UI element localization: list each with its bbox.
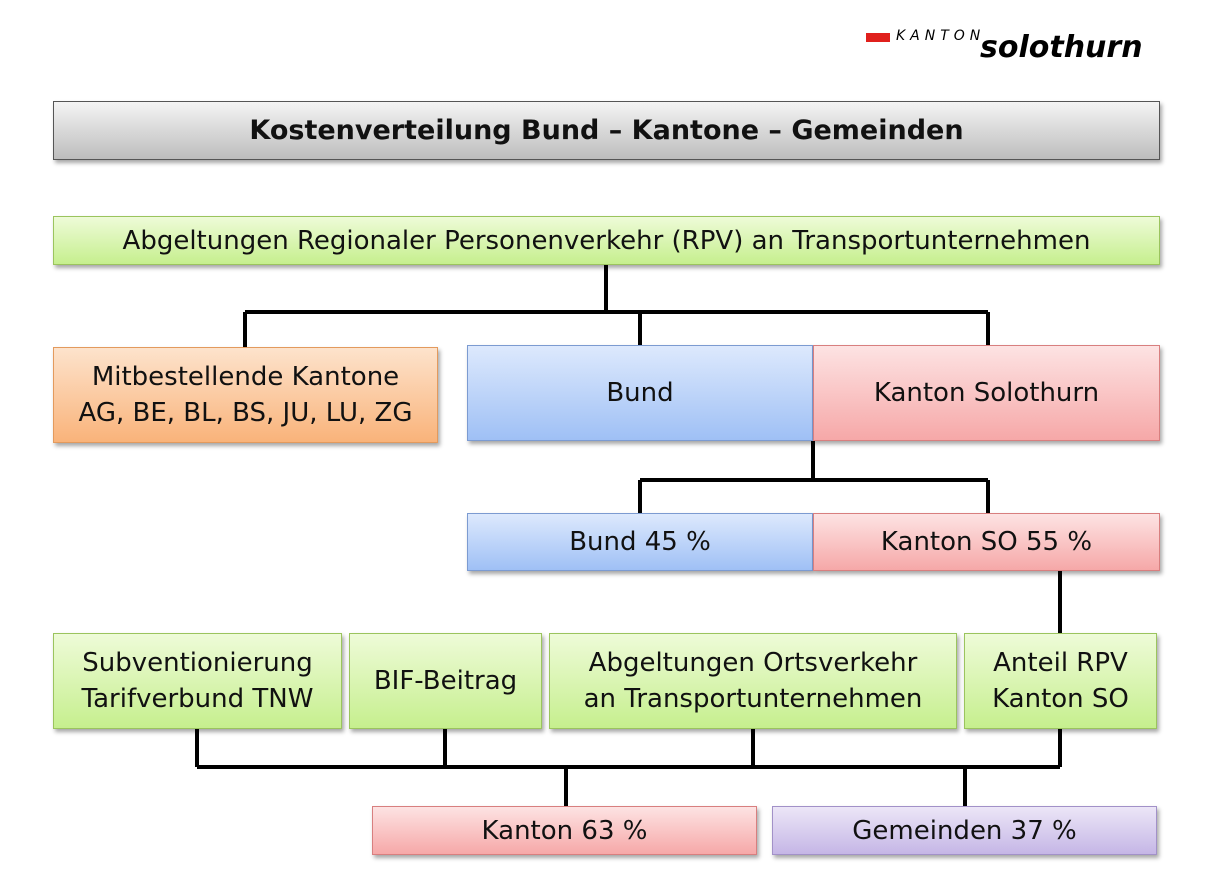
box-rpv: Abgeltungen Regionaler Personenverkehr (… <box>53 216 1160 265</box>
box-kanton-so-55: Kanton SO 55 % <box>813 513 1160 571</box>
bif-text: BIF-Beitrag <box>373 666 518 696</box>
gemeinden-pct-text: Gemeinden 37 % <box>852 815 1077 846</box>
box-anteil-rpv: Anteil RPV Kanton SO <box>964 633 1157 729</box>
mitbestellende-line1: Mitbestellende Kantone <box>91 362 400 392</box>
box-bund: Bund <box>467 345 813 441</box>
logo-solothurn: solothurn <box>980 30 1143 65</box>
ortsverkehr-line2: an Transportunternehmen <box>583 684 923 714</box>
anteil-line2: Kanton SO <box>992 684 1129 714</box>
subvention-line2: Tarifverbund TNW <box>81 684 314 714</box>
box-kanton-solothurn: Kanton Solothurn <box>813 345 1160 441</box>
page-title: Kostenverteilung Bund – Kantone – Gemein… <box>53 101 1160 160</box>
bund-pct-text: Bund 45 % <box>569 527 711 557</box>
anteil-line1: Anteil RPV <box>993 648 1128 678</box>
ortsverkehr-line1: Abgeltungen Ortsverkehr <box>588 648 918 678</box>
kanton-solothurn-logo: KANTON solothurn <box>866 28 1166 68</box>
title-text: Kostenverteilung Bund – Kantone – Gemein… <box>249 114 964 146</box>
kanton-so-pct-text: Kanton SO 55 % <box>880 527 1093 557</box>
mitbestellende-line2: AG, BE, BL, BS, JU, LU, ZG <box>78 398 413 428</box>
logo-kanton: KANTON <box>896 28 986 44</box>
bund-text: Bund <box>606 378 674 408</box>
box-gemeinden-37: Gemeinden 37 % <box>772 806 1157 855</box>
subvention-line1: Subventionierung <box>82 648 313 678</box>
box-kanton-63: Kanton 63 % <box>372 806 757 855</box>
kanton-solothurn-text: Kanton Solothurn <box>873 378 1100 408</box>
box-bund-45: Bund 45 % <box>467 513 813 571</box>
kanton-pct-text: Kanton 63 % <box>481 815 648 846</box>
logo-red-bar <box>866 33 890 42</box>
box-bif-beitrag: BIF-Beitrag <box>349 633 542 729</box>
rpv-text: Abgeltungen Regionaler Personenverkehr (… <box>122 225 1091 256</box>
box-ortsverkehr: Abgeltungen Ortsverkehr an Transportunter… <box>549 633 957 729</box>
